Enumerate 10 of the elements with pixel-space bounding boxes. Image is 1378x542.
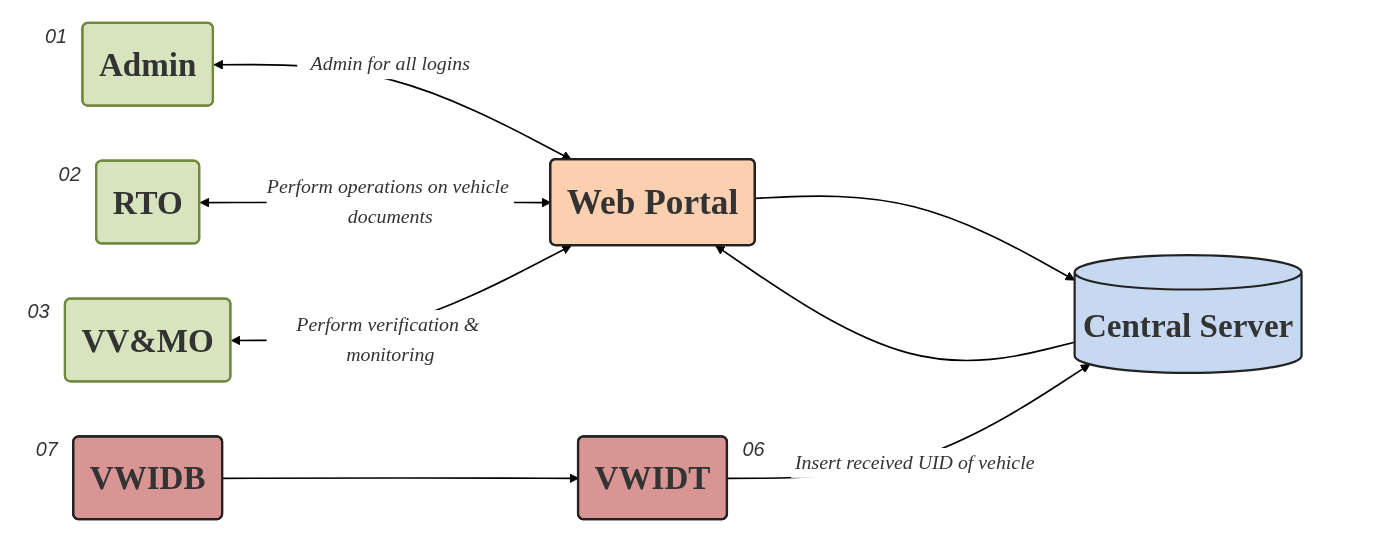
edge-label: Insert received UID of vehicle [795, 451, 1035, 474]
item-number: 02 [58, 162, 81, 185]
arrow [715, 245, 1076, 362]
item-number: 06 [742, 438, 765, 461]
item-number: 01 [45, 24, 68, 47]
item-number: 03 [27, 300, 50, 323]
item-number: 07 [35, 438, 58, 461]
edge-label: Admin for all logins [310, 52, 471, 75]
edge-label: Perform operations on vehicle documents [267, 175, 510, 228]
edge-label: Perform verification & monitoring [296, 313, 480, 366]
